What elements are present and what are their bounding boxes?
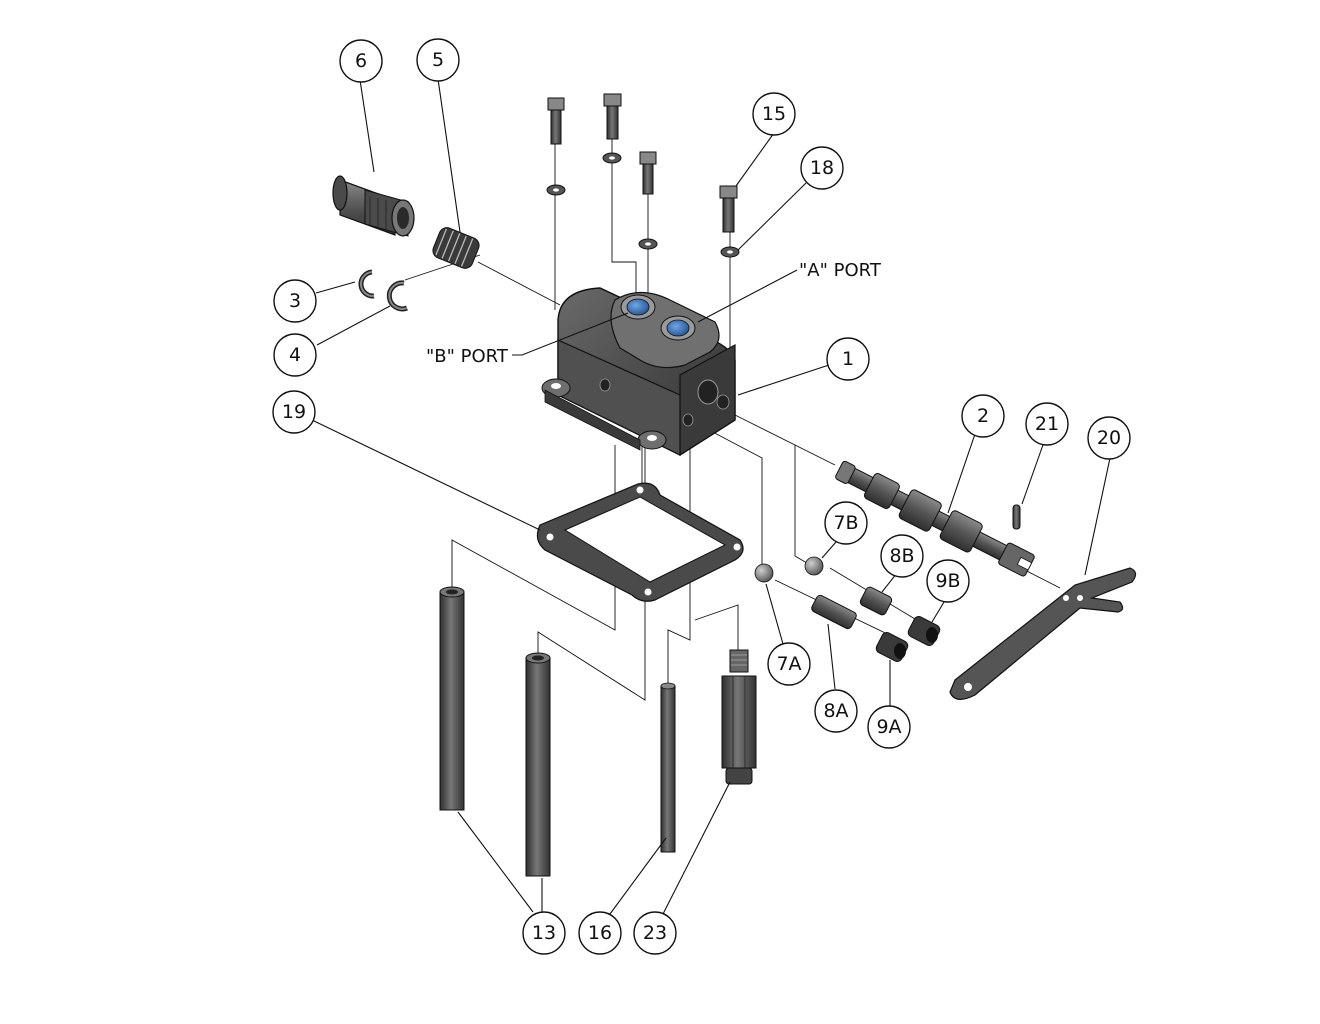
balloon-6: 6 xyxy=(339,39,383,83)
balloon-8a: 8A xyxy=(814,689,858,733)
part-3-retaining-ring xyxy=(358,269,375,299)
balloon-21: 21 xyxy=(1025,402,1069,446)
svg-text:8B: 8B xyxy=(889,545,914,567)
svg-text:3: 3 xyxy=(289,290,301,312)
balloon-7b: 7B xyxy=(824,501,868,545)
a-port-label: "A" PORT xyxy=(799,260,882,281)
svg-text:19: 19 xyxy=(282,401,306,423)
svg-text:18: 18 xyxy=(810,157,834,179)
balloon-13: 13 xyxy=(522,911,566,955)
part-19-gasket xyxy=(536,482,744,602)
balloon-15: 15 xyxy=(752,92,796,136)
balloon-9b: 9B xyxy=(926,559,970,603)
svg-text:1: 1 xyxy=(842,348,854,370)
leader-lines xyxy=(311,78,1111,915)
part-4-retaining-ring xyxy=(386,280,408,312)
svg-text:13: 13 xyxy=(532,922,556,944)
svg-text:23: 23 xyxy=(643,922,667,944)
part-13-tube xyxy=(525,652,551,877)
balloon-5: 5 xyxy=(416,38,460,82)
balloon-16: 16 xyxy=(578,911,622,955)
balloon-4: 4 xyxy=(273,333,317,377)
svg-text:16: 16 xyxy=(588,922,612,944)
svg-text:9A: 9A xyxy=(876,716,901,738)
balloon-2: 2 xyxy=(961,394,1005,438)
balloon-1: 1 xyxy=(826,337,870,381)
svg-text:20: 20 xyxy=(1097,427,1121,449)
part-7b-ball xyxy=(804,556,824,576)
svg-text:8A: 8A xyxy=(823,700,848,722)
part-7a-ball xyxy=(754,563,774,583)
part-8b-plunger xyxy=(859,586,893,616)
bolt xyxy=(603,93,622,140)
svg-text:7B: 7B xyxy=(833,512,858,534)
part-9b-plug xyxy=(907,616,941,646)
part-9a-plug xyxy=(875,632,909,662)
balloon-23: 23 xyxy=(633,911,677,955)
part-16-rod xyxy=(660,682,676,853)
part-18-washers xyxy=(546,152,740,258)
part-2-spool xyxy=(835,460,1035,577)
part-8a-plunger xyxy=(811,594,857,630)
svg-text:6: 6 xyxy=(355,50,367,72)
part-1-valve-body xyxy=(541,287,736,457)
part-23-cartridge xyxy=(721,649,757,785)
bolt xyxy=(639,151,657,195)
svg-text:9B: 9B xyxy=(935,570,960,592)
svg-text:15: 15 xyxy=(762,103,786,125)
svg-text:21: 21 xyxy=(1035,413,1059,435)
balloon-3: 3 xyxy=(273,279,317,323)
part-15-bolts xyxy=(547,93,738,233)
part-13-tube xyxy=(439,586,465,811)
balloon-9a: 9A xyxy=(867,705,911,749)
b-port-label: "B" PORT xyxy=(426,346,509,367)
svg-text:5: 5 xyxy=(432,49,444,71)
svg-text:2: 2 xyxy=(977,405,989,427)
part-5-spring xyxy=(432,227,480,269)
part-20-handle xyxy=(949,567,1137,700)
bolt xyxy=(547,97,565,145)
balloon-8b: 8B xyxy=(880,534,924,578)
balloon-18: 18 xyxy=(800,146,844,190)
bolt xyxy=(719,185,738,233)
part-21-pin xyxy=(1012,504,1021,530)
balloon-19: 19 xyxy=(272,390,316,434)
balloon-20: 20 xyxy=(1087,416,1131,460)
svg-text:7A: 7A xyxy=(776,653,801,675)
part-6-cap xyxy=(332,175,415,237)
balloon-7a: 7A xyxy=(767,642,811,686)
svg-text:4: 4 xyxy=(289,344,301,366)
